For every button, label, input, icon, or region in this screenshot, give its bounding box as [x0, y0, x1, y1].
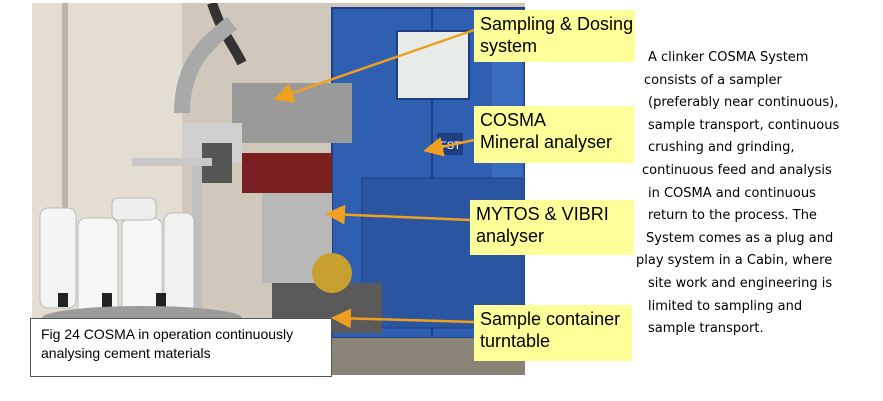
description-line: play system in a Cabin, where — [636, 253, 833, 269]
description-line: sample transport, continuous — [648, 117, 840, 133]
description-line: limited to sampling and — [648, 298, 803, 314]
description-line: consists of a sampler — [644, 72, 782, 88]
mytos-label-line1: MYTOS & VIBRI — [476, 204, 609, 224]
cabinet-logo: FST — [440, 140, 461, 152]
description-line: in COSMA and continuous — [648, 185, 816, 201]
description-line: sample transport. — [648, 321, 764, 337]
cosma-label-line1: COSMA — [480, 110, 547, 130]
mytos-vibri-label: MYTOS & VIBRI analyser — [470, 200, 634, 255]
description-line: (preferably near continuous), — [648, 95, 839, 111]
sampling-label-line1: Sampling & Dosing — [480, 14, 634, 34]
description-line: site work and engineering is — [648, 275, 833, 291]
description-line: A clinker COSMA System — [648, 50, 809, 65]
turntable-label-line1: Sample container — [480, 309, 621, 329]
description-paragraph: A clinker COSMA System consists of a sam… — [636, 47, 876, 341]
caption-line1: Fig 24 COSMA in operation continuously — [41, 326, 294, 342]
cosma-analyser-label: COSMA Mineral analyser — [474, 106, 634, 163]
mytos-label-line2: analyser — [476, 226, 545, 246]
turntable-label: Sample container turntable — [474, 305, 632, 361]
figure-caption: Fig 24 COSMA in operation continuously a… — [30, 318, 332, 377]
turntable-label-line2: turntable — [480, 331, 551, 351]
sampling-dosing-label: Sampling & Dosing system — [474, 10, 635, 62]
sampling-label-line2: system — [480, 36, 538, 56]
description-line: System comes as a plug and — [646, 230, 834, 246]
description-line: return to the process. The — [648, 208, 817, 224]
description-line: crushing and grinding, — [648, 140, 795, 156]
cosma-label-line2: Mineral analyser — [480, 132, 613, 152]
description-line: continuous feed and analysis — [642, 162, 832, 178]
caption-line2: analysing cement materials — [41, 345, 211, 361]
